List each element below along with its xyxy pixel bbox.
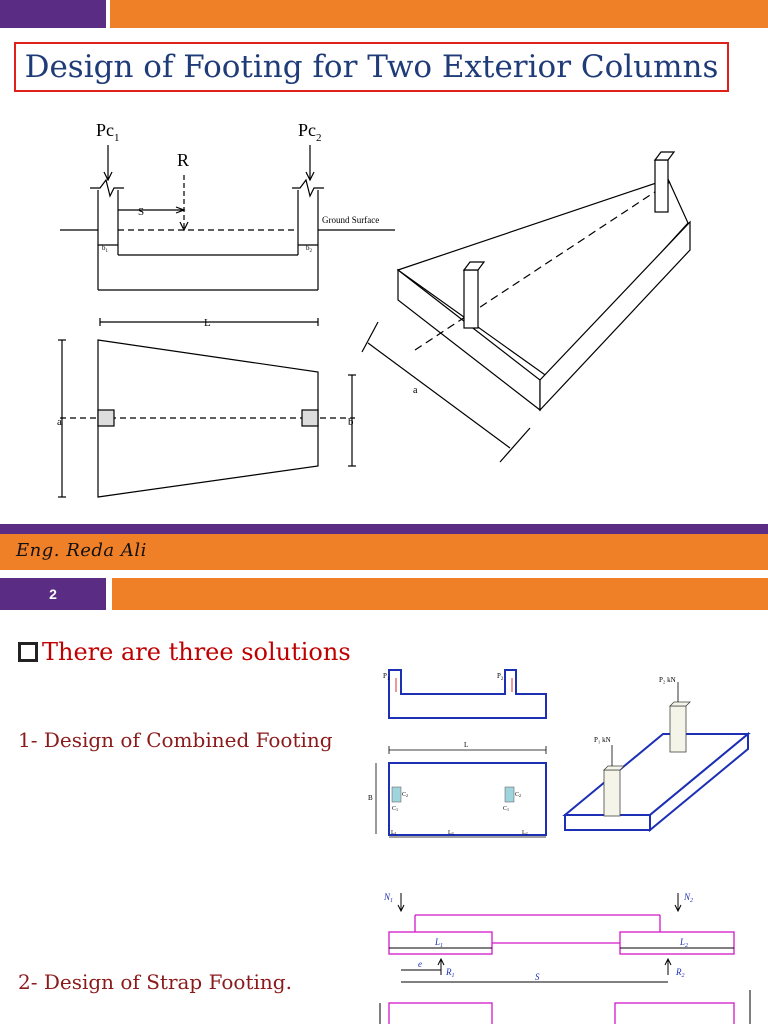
- label-r: R: [177, 150, 189, 170]
- footer-purple-line: [0, 524, 768, 534]
- label-l3: L3: [448, 830, 454, 836]
- checkbox-bullet-icon: [18, 642, 38, 662]
- label-strap-l2: L2: [679, 937, 688, 949]
- label-strap-s: S: [535, 972, 540, 982]
- label-p2kn: P₂ kN: [659, 676, 676, 684]
- label-ground: Ground Surface: [322, 215, 379, 225]
- plan-view: [58, 318, 356, 498]
- label-e: e: [418, 959, 422, 969]
- elevation-view: [60, 145, 395, 291]
- label-a: a: [57, 416, 62, 428]
- label-r1: R1: [445, 967, 455, 979]
- label-p1kn: P₁ kN: [594, 736, 611, 744]
- footing-diagram: Pc1 Pc2 R S Ground Surface b1 b2 L a b a: [57, 120, 691, 498]
- label-pc1: Pc1: [96, 120, 120, 144]
- label-c1b: C1: [503, 806, 509, 812]
- label-combined-b: B: [368, 794, 373, 802]
- label-r2: R2: [675, 967, 685, 979]
- label-c1a: C1: [392, 806, 398, 812]
- label-pc2: Pc2: [298, 120, 322, 144]
- combined-plan: [388, 762, 547, 836]
- solutions-diagram: P1 P2 L B C2 C1 C2 C1 L1 L3 L2 P₂ kN P₁ …: [368, 669, 751, 1024]
- solutions-heading-text: There are three solutions: [42, 638, 351, 666]
- label-p2: P2: [497, 672, 504, 682]
- footer-orange-bar: [0, 534, 768, 570]
- label-combined-l: L: [464, 741, 468, 749]
- label-l: L: [204, 317, 211, 329]
- solution-1: 1- Design of Combined Footing: [18, 728, 333, 752]
- label-c2a: C2: [402, 792, 408, 798]
- author-name: Eng. Reda Ali: [16, 540, 147, 561]
- header-purple-block: [0, 0, 106, 28]
- slide-title: Design of Footing for Two Exterior Colum…: [14, 42, 729, 92]
- solution-2: 2- Design of Strap Footing.: [18, 970, 292, 994]
- label-b: b: [348, 416, 354, 428]
- label-n2: N2: [683, 892, 693, 904]
- label-s: S: [138, 206, 144, 218]
- label-c2b: C2: [515, 792, 521, 798]
- header-orange-bar: [112, 0, 768, 28]
- combined-elevation: [388, 669, 547, 719]
- label-b2: b2: [306, 244, 313, 254]
- label-n1: N1: [383, 892, 393, 904]
- label-iso-a: a: [413, 385, 418, 396]
- slide2-purple-block: [0, 578, 106, 610]
- label-strap-l1: L1: [434, 937, 443, 949]
- header-divider: [106, 0, 110, 28]
- slide2-orange-bar: [112, 578, 768, 610]
- strap-footing: [388, 914, 735, 1024]
- page-number: 2: [49, 586, 57, 602]
- combined-iso: [562, 731, 751, 833]
- solutions-heading: There are three solutions: [18, 638, 351, 666]
- label-l1: L1: [391, 830, 397, 836]
- isometric-view: [361, 151, 691, 463]
- header-orange-divider: [110, 0, 112, 28]
- slide2-divider: [106, 578, 110, 610]
- label-b1: b1: [102, 244, 109, 254]
- label-l2: L2: [522, 830, 528, 836]
- label-p1: P1: [383, 672, 390, 682]
